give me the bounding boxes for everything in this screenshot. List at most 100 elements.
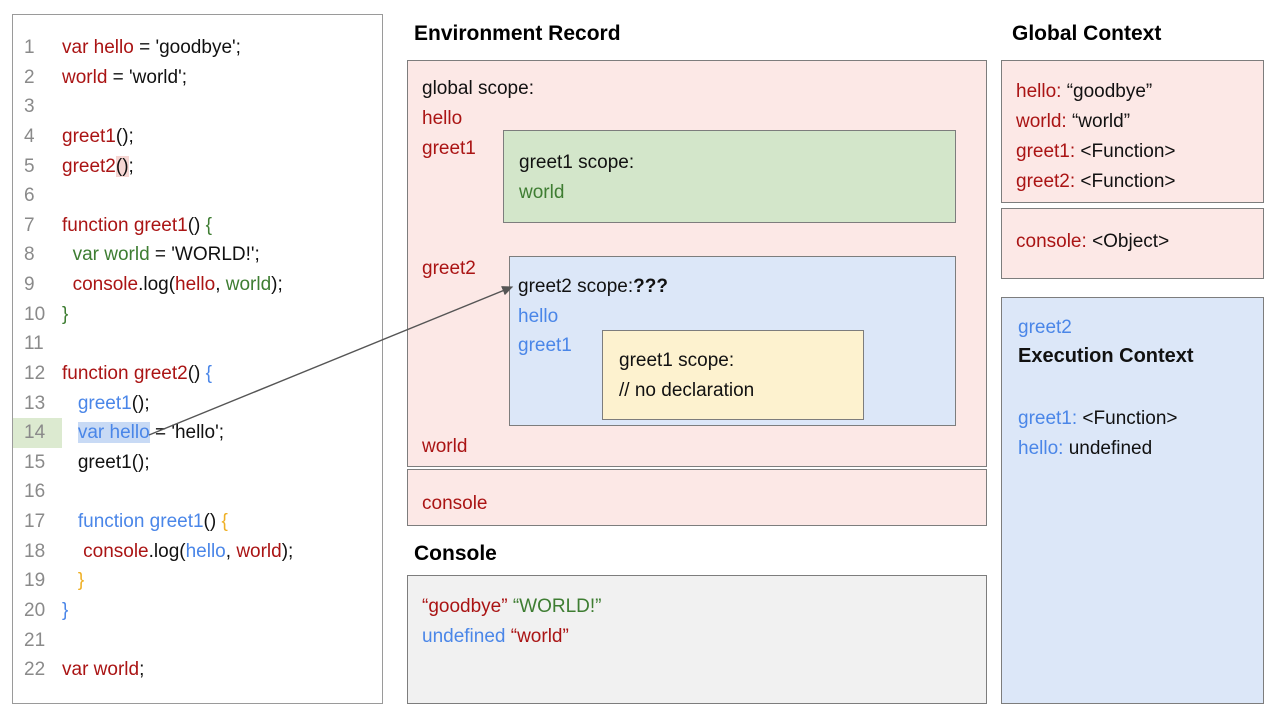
code-segment: greet1 [77, 392, 132, 414]
execution-context-box: greet2 Execution Context greet1: <Functi… [1001, 297, 1264, 704]
line-number: 8 [24, 244, 35, 266]
context-entry: hello: “goodbye” [1016, 77, 1176, 107]
code-segment: = 'goodbye'; [133, 37, 241, 58]
code-text: var world = 'WORLD!'; [62, 240, 260, 270]
code-segment: { [205, 362, 212, 384]
global-context-console-box: console: <Object> [1001, 208, 1264, 279]
console-output-box: “goodbye” “WORLD!”undefined “world” [407, 575, 987, 704]
code-text: function greet2() { [62, 359, 212, 389]
global-var-console: console [422, 493, 488, 514]
entry-value: “world” [1066, 111, 1131, 132]
code-text: console.log(hello, world); [62, 270, 283, 300]
code-line: 17 function greet1() { [13, 507, 381, 537]
code-segment [62, 244, 73, 265]
code-line: 15 greet1(); [13, 448, 381, 478]
entry-value: “goodbye” [1061, 81, 1153, 102]
code-segment: var hello [62, 37, 134, 58]
code-segment: greet1 [62, 125, 116, 147]
line-number: 4 [24, 125, 35, 147]
code-line: 21 [13, 626, 381, 656]
line-number: 15 [24, 451, 46, 473]
greet2-scope-var-hello: hello [518, 306, 559, 327]
code-line: 14 var hello = 'hello'; [13, 418, 381, 448]
code-text: var world; [62, 655, 144, 685]
code-segment [62, 511, 78, 532]
code-segment: , [215, 274, 226, 295]
entry-key: hello: [1016, 81, 1062, 102]
context-entry: world: “world” [1016, 107, 1176, 137]
code-segment: (); [115, 125, 134, 147]
console-line: undefined “world” [422, 622, 602, 652]
console-output: “goodbye” “WORLD!”undefined “world” [422, 592, 602, 652]
line-number: 14 [13, 418, 62, 448]
code-segment: function greet1 [62, 214, 188, 236]
execution-context-title: Execution Context [1018, 345, 1194, 367]
code-segment: = 'WORLD!'; [149, 244, 260, 266]
code-segment: ); [271, 274, 283, 295]
line-number: 1 [24, 37, 35, 58]
console-line: “goodbye” “WORLD!” [422, 592, 602, 622]
greet2-scope-label-row: greet2 scope:??? [518, 275, 668, 299]
code-segment: greet1(); [62, 451, 150, 473]
code-segment: hello [185, 540, 226, 562]
context-entry: greet1: <Function> [1018, 404, 1178, 434]
code-segment: .log( [138, 274, 176, 295]
line-number: 22 [24, 659, 46, 681]
entry-value: <Function> [1077, 408, 1178, 429]
line-number: 13 [24, 392, 46, 414]
code-text: console.log(hello, world); [62, 537, 293, 567]
code-line: 18 console.log(hello, world); [13, 537, 381, 567]
code-segment: “WORLD!” [512, 596, 602, 617]
global-context-entries: hello: “goodbye”world: “world”greet1: <F… [1016, 77, 1176, 197]
code-segment: “goodbye” [422, 596, 508, 617]
code-text: } [62, 596, 68, 626]
execution-context-entries: greet1: <Function>hello: undefined [1018, 404, 1178, 464]
console-title: Console [414, 542, 497, 565]
entry-key: greet2: [1016, 171, 1076, 192]
global-scope-box: global scope: hello greet1 greet1 scope:… [407, 60, 987, 467]
greet1-scope-label: greet1 scope: [519, 152, 635, 173]
line-number: 10 [24, 303, 46, 325]
code-segment: hello [175, 274, 216, 295]
entry-key: console: [1016, 231, 1087, 252]
line-number: 18 [24, 540, 46, 562]
greet2-scope-var-greet1: greet1 [518, 335, 572, 356]
code-segment: = 'world'; [107, 66, 187, 88]
code-segment: var world [62, 659, 140, 681]
code-segment: () [115, 155, 129, 177]
code-text: } [62, 566, 84, 596]
entry-key: greet1: [1018, 408, 1078, 429]
greet2-scope-label: greet2 scope: [518, 276, 634, 297]
code-segment: console [72, 274, 139, 295]
global-console-box: console [407, 469, 987, 526]
line-number: 21 [24, 629, 46, 651]
greet1-scope-box: greet1 scope: world [503, 130, 956, 223]
context-entry: hello: undefined [1018, 434, 1178, 464]
code-text: function greet1() { [62, 507, 228, 537]
global-var-hello: hello [422, 108, 463, 129]
code-line: 16 [13, 477, 381, 507]
code-segment: ); [281, 540, 294, 562]
code-segment: { [221, 511, 228, 532]
code-segment: ; [139, 659, 145, 681]
code-segment: () [203, 511, 222, 532]
line-number: 3 [24, 96, 35, 118]
code-segment: function greet1 [77, 511, 204, 532]
code-segment: function greet2 [62, 362, 188, 384]
entry-key: world: [1016, 111, 1067, 132]
code-text: var hello = 'hello'; [62, 418, 224, 448]
code-line: 1 var hello = 'goodbye'; [13, 33, 381, 63]
code-segment: world [236, 540, 282, 562]
code-segment: () [187, 362, 206, 384]
code-segment: world [62, 66, 108, 88]
line-number: 17 [24, 511, 46, 532]
code-segment: } [62, 303, 69, 325]
code-line: 6 [13, 181, 381, 211]
code-text: world = 'world'; [62, 63, 187, 93]
code-segment: var hello [77, 422, 150, 444]
